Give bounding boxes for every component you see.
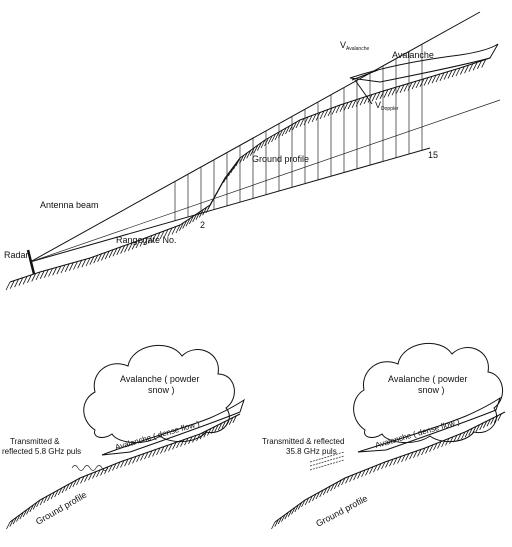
right-cloud-line2: snow ) [418, 385, 445, 395]
right-ground-line [275, 412, 505, 522]
left-panel: Avalanche ( powder snow ) Avalanche ( de… [2, 345, 244, 529]
top-panel: VAvalanche Avalanche VDoppler Ground pro… [4, 12, 500, 290]
left-dense-flow-label: Avalanche ( dense flow ) [114, 419, 201, 452]
radar-label: Radar [4, 250, 29, 260]
left-pulse-wave [72, 466, 108, 471]
range-end-label: 15 [428, 150, 438, 160]
range-start-label: 2 [200, 220, 205, 230]
hatch-mark [6, 282, 10, 290]
range-gates [175, 44, 422, 220]
v-avalanche-label: VAvalanche [340, 40, 369, 52]
left-ground-line [10, 414, 240, 522]
top-ground-line [10, 58, 490, 282]
rangegate-label: Rangegate No. [116, 235, 177, 245]
beam-center-line [30, 100, 500, 262]
right-tx-line1: Transmitted & reflected [262, 437, 344, 446]
top-ground-hatching [6, 59, 486, 290]
v-avalanche-arrow [352, 70, 378, 80]
top-ground-profile-label: Ground profile [252, 154, 309, 164]
left-cloud-line2: snow ) [148, 385, 175, 395]
right-dense-flow-label: Avalanche ( dense flow ) [374, 417, 461, 450]
right-cloud-line1: Avalanche ( powder [388, 374, 467, 384]
left-tx-line1: Transmitted & [10, 437, 60, 446]
v-doppler-arrow [355, 80, 372, 104]
hatch-mark [272, 522, 276, 529]
left-tx-line2: reflected 5.8 GHz puls [2, 447, 81, 456]
right-ground-profile-label: Ground profile [314, 493, 369, 529]
right-tx-line2: 35.8 GHz puls [286, 447, 337, 456]
v-doppler-label: VDoppler [375, 100, 399, 112]
radar-antenna [28, 250, 34, 274]
left-cloud-line1: Avalanche ( powder [120, 374, 199, 384]
hatch-mark [7, 522, 11, 529]
left-ground-profile-label: Ground profile [34, 490, 88, 527]
avalanche-label: Avalanche [392, 50, 434, 60]
antenna-beam-label: Antenna beam [40, 200, 99, 210]
hatch-mark [221, 178, 225, 186]
right-panel: Avalanche ( powder snow ) Avalanche ( de… [262, 343, 505, 529]
